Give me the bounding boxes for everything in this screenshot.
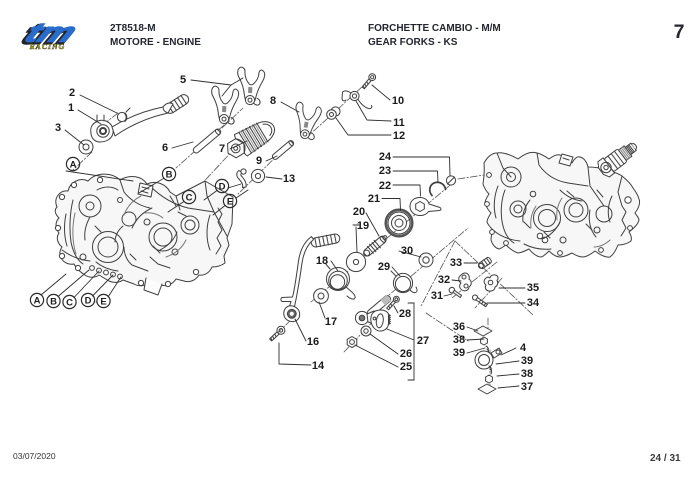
svg-text:3: 3 [55, 122, 61, 134]
svg-text:28: 28 [399, 308, 411, 320]
svg-text:2: 2 [69, 87, 75, 99]
svg-text:A: A [34, 296, 41, 307]
svg-text:D: D [219, 182, 226, 193]
svg-text:C: C [186, 193, 193, 204]
svg-text:12: 12 [393, 130, 405, 142]
svg-text:16: 16 [307, 336, 319, 348]
svg-text:35: 35 [527, 282, 539, 294]
svg-text:23: 23 [379, 165, 391, 177]
svg-text:34: 34 [527, 297, 540, 309]
svg-text:17: 17 [325, 316, 337, 328]
svg-text:37: 37 [521, 381, 533, 393]
svg-text:39: 39 [521, 355, 533, 367]
svg-text:13: 13 [283, 173, 295, 185]
svg-text:36: 36 [453, 321, 465, 333]
svg-text:27: 27 [417, 335, 429, 347]
svg-text:24: 24 [379, 151, 392, 163]
svg-text:5: 5 [180, 74, 186, 86]
svg-text:D: D [85, 296, 92, 307]
svg-text:31: 31 [431, 290, 443, 302]
svg-text:B: B [50, 297, 57, 308]
svg-text:10: 10 [392, 95, 404, 107]
svg-text:A: A [70, 160, 77, 171]
svg-text:21: 21 [368, 193, 380, 205]
svg-text:14: 14 [312, 360, 325, 372]
svg-text:39: 39 [453, 347, 465, 359]
svg-text:29: 29 [378, 261, 390, 273]
svg-text:C: C [66, 298, 73, 309]
svg-text:19: 19 [357, 220, 369, 232]
svg-text:30: 30 [401, 245, 413, 257]
svg-text:4: 4 [520, 342, 527, 354]
svg-text:E: E [100, 297, 106, 308]
svg-text:6: 6 [162, 142, 168, 154]
svg-text:E: E [227, 197, 233, 208]
svg-text:32: 32 [438, 274, 450, 286]
svg-text:38: 38 [521, 368, 533, 380]
svg-text:20: 20 [353, 206, 365, 218]
svg-text:26: 26 [400, 348, 412, 360]
svg-text:8: 8 [270, 95, 276, 107]
svg-text:22: 22 [379, 180, 391, 192]
svg-text:25: 25 [400, 361, 412, 373]
svg-text:1: 1 [68, 102, 74, 114]
svg-text:B: B [166, 170, 173, 181]
svg-text:9: 9 [256, 155, 262, 167]
svg-text:11: 11 [393, 117, 405, 129]
svg-text:RACING: RACING [29, 42, 66, 51]
svg-text:38: 38 [453, 334, 465, 346]
svg-text:7: 7 [219, 143, 225, 155]
svg-text:18: 18 [316, 255, 328, 267]
svg-text:33: 33 [450, 257, 462, 269]
